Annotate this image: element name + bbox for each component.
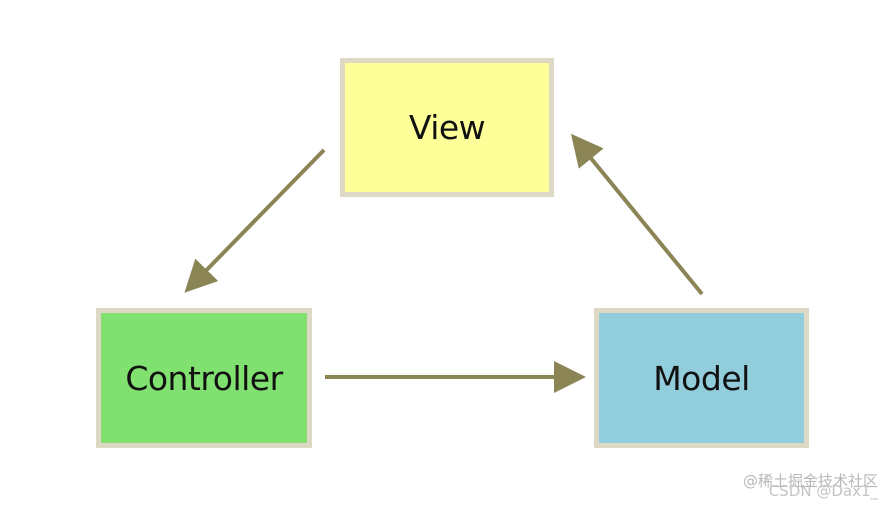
arrow-view-to-controller <box>184 148 326 293</box>
controller-label: Controller <box>125 358 283 398</box>
watermark-line-2: CSDN @Dax1_ <box>768 482 878 500</box>
view-label: View <box>408 108 486 147</box>
controller-node: Controller <box>96 308 312 448</box>
watermark-line-1: @稀土掘金技术社区 <box>742 472 878 490</box>
view-node: View <box>340 58 554 197</box>
model-label: Model <box>653 358 750 398</box>
watermark: @稀土掘金技术社区 CSDN @Dax1_ <box>743 472 878 500</box>
arrow-model-to-view <box>570 133 704 296</box>
model-node: Model <box>594 308 809 448</box>
